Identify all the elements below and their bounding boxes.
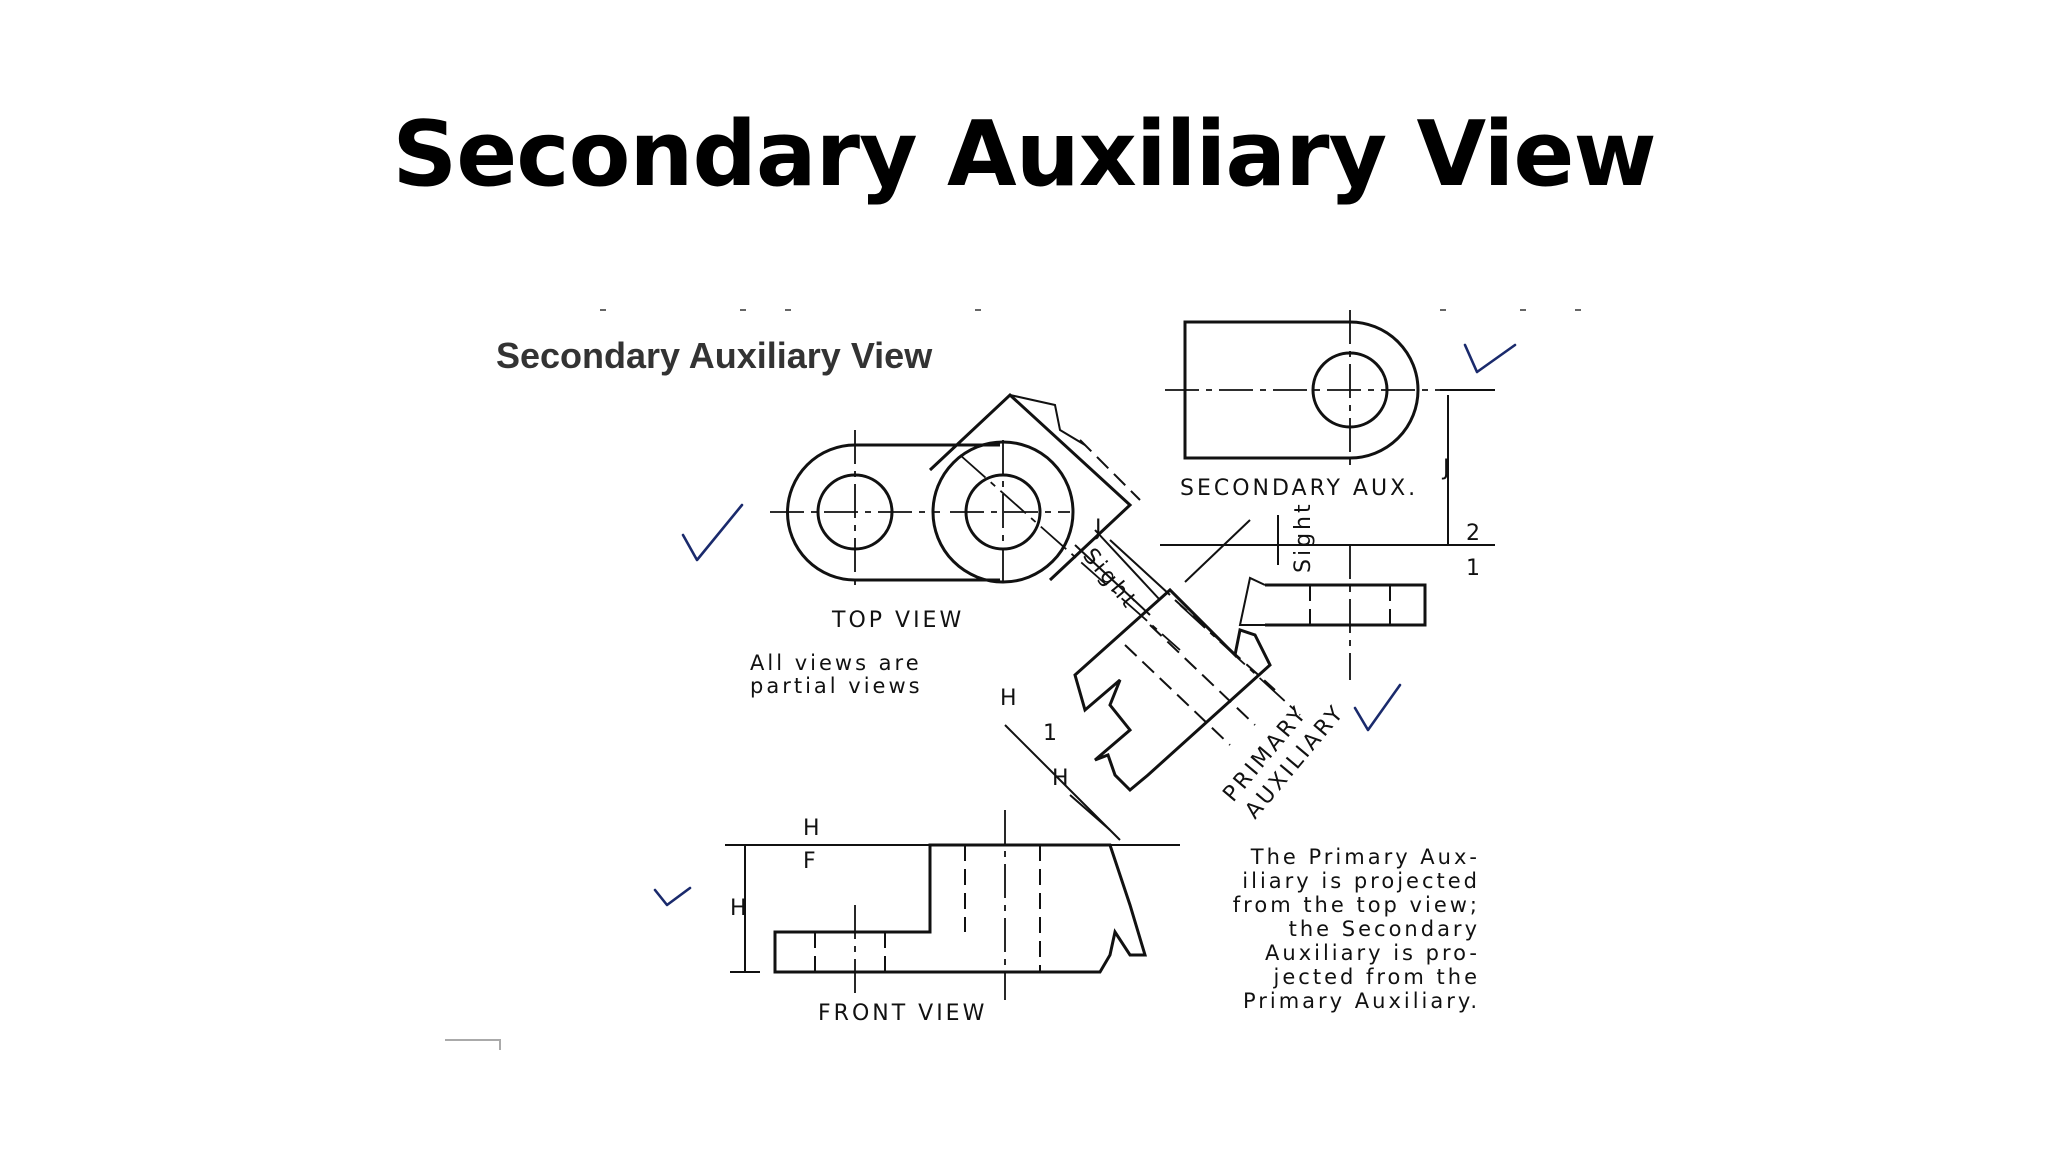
- scan-corner-mark: [445, 1039, 501, 1050]
- figure-inner-title: Secondary Auxiliary View: [496, 335, 933, 376]
- h-label-aux-lower: H: [1052, 766, 1072, 791]
- projection-note-line-1: The Primary Aux-: [1250, 845, 1480, 869]
- checkmark-secondary-aux: [1463, 343, 1517, 374]
- j-label-secondary: J: [1441, 456, 1453, 481]
- checkmark-front-view: [653, 886, 692, 907]
- sight-line-secondary: [1184, 515, 1279, 583]
- projection-note-line-6: jected from the: [1273, 965, 1480, 989]
- top-view: [770, 392, 1181, 651]
- projection-note-line-4: the Secondary: [1289, 917, 1480, 941]
- f-label: F: [803, 849, 819, 874]
- front-view-label: FRONT VIEW: [818, 1001, 987, 1026]
- primary-auxiliary-view: [1004, 587, 1301, 841]
- checkmark-primary-aux: [1353, 683, 1402, 732]
- j-label-aux: J: [1093, 516, 1105, 541]
- partial-note-line-2: partial views: [750, 674, 923, 698]
- secondary-aux-label: SECONDARY AUX.: [1180, 476, 1418, 501]
- front-view: [725, 810, 1180, 1000]
- partial-note-line-1: All views are: [750, 651, 922, 675]
- checkmark-top-view: [681, 503, 744, 562]
- h-label-front: H: [730, 896, 750, 921]
- slide-title: Secondary Auxiliary View: [392, 102, 1656, 207]
- h-label-aux-upper: H: [1000, 686, 1020, 711]
- projection-note-line-3: from the top view;: [1233, 893, 1480, 917]
- two-label: 2: [1466, 521, 1483, 546]
- secondary-aux-view: [1160, 310, 1495, 680]
- one-label-aux: 1: [1043, 721, 1060, 746]
- projection-note-line-5: Auxiliary is pro-: [1265, 941, 1480, 965]
- projection-note: The Primary Aux- iliary is projected fro…: [1233, 845, 1480, 1013]
- sight-label-secondary: Sight: [1291, 501, 1316, 573]
- one-label-secondary: 1: [1466, 556, 1483, 581]
- projection-note-line-2: iliary is projected: [1242, 869, 1480, 893]
- sight-label-primary: Sight: [1077, 544, 1142, 615]
- h-label-top: H: [803, 816, 823, 841]
- projection-note-line-7: Primary Auxiliary.: [1243, 989, 1480, 1013]
- sight-line-primary: [1074, 529, 1171, 616]
- top-view-label: TOP VIEW: [831, 608, 964, 633]
